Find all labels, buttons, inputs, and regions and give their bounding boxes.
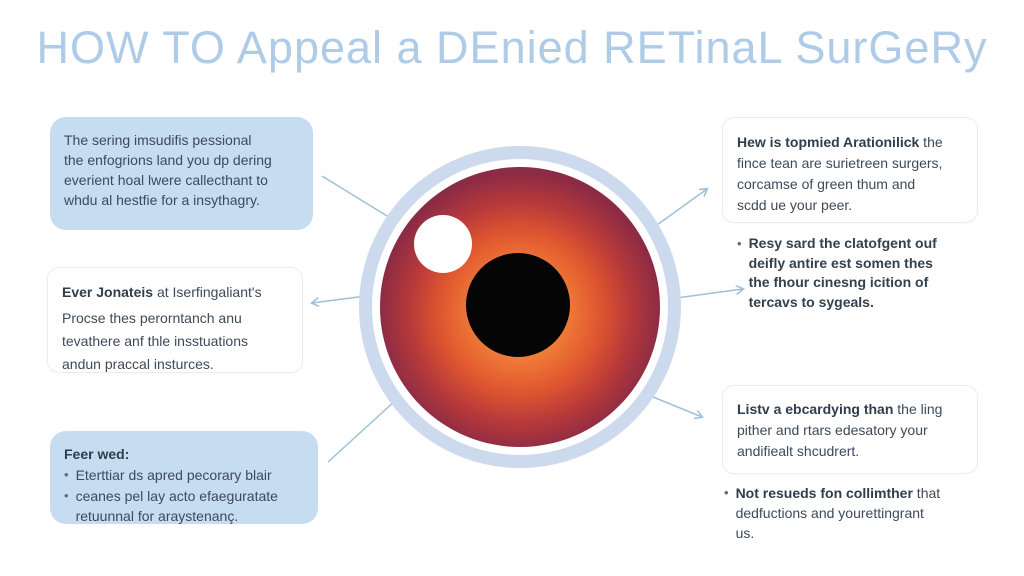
text-line: the fhour cinesng icition of (748, 274, 929, 290)
eye-highlight (414, 215, 472, 273)
page-title: HOW TO Appeal a DEnied RETinaL SurGeRy (36, 22, 988, 73)
text-line: Procse thes perorntanch anu (62, 310, 242, 326)
bullet-text-block: Not resueds fon collimther that dedfucti… (736, 483, 941, 543)
box-heading: Feer wed: (64, 446, 130, 462)
text-line: whdu al hestfie for a insythagry. (64, 192, 260, 208)
text-line: andun praccal insturces. (62, 356, 214, 372)
arrow-mid-right (675, 289, 743, 299)
text-line: The sering imsudifis pessional (64, 132, 252, 148)
info-box-mid-left: Ever Jonateis at Iserfingaliant's Procse… (47, 267, 303, 373)
text-line: scdd ue your peer. (737, 197, 853, 213)
bullet-dot: • (737, 236, 742, 251)
text-line: us. (735, 525, 755, 541)
bullet-item: • ceanes pel lay acto efaeguratate retuu… (64, 486, 304, 526)
lead-line: Not resueds fon collimther that (736, 483, 941, 503)
text-line: dedfuctions and yourettingrant (735, 505, 924, 521)
lead-bold-text: Hew is topmied Arationilick (737, 134, 920, 150)
eye-illustration (359, 146, 681, 468)
bullet-text-block: Resy sard the clatofgent ouf deifly anti… (749, 234, 937, 312)
bullet-item: • Eterttiar ds apred pecorary blair (64, 465, 304, 485)
text-line: tevathere anf thle insstuations (62, 333, 249, 349)
text-line: pither and rtars edesatory your (737, 422, 928, 438)
bullet-paragraph-bottom-right: • Not resueds fon collimther that dedfuc… (724, 483, 1004, 543)
lead-line: Listv a ebcardying than the ling (737, 399, 963, 420)
info-box-top-left: The sering imsudifis pessional the enfog… (50, 117, 313, 230)
bullet-text: ceanes pel lay acto efaeguratate retuunn… (75, 488, 278, 524)
bullet-dot: • (724, 485, 729, 500)
lead-bold-text: Not resueds fon collimther (735, 485, 913, 501)
lead-rest-text: at Iserfingaliant's (153, 284, 262, 300)
info-box-bottom-right: Listv a ebcardying than the ling pither … (722, 385, 978, 474)
text-line: everient hoal lwere callecthant to (64, 172, 268, 188)
bullet-text: Eterttiar ds apred pecorary blair (75, 467, 272, 483)
lead-rest-text: the (919, 134, 943, 150)
lead-bold-text: Ever Jonateis (62, 284, 154, 300)
bullet-paragraph-mid-right: • Resy sard the clatofgent ouf deifly an… (737, 234, 1007, 312)
bullet-dot: • (64, 488, 69, 503)
info-box-top-right: Hew is topmied Arationilick the fince te… (722, 117, 978, 223)
lead-line: Ever Jonateis at Iserfingaliant's (62, 281, 288, 304)
text-line: Resy sard the clatofgent ouf (748, 235, 937, 251)
lead-rest-text: that (912, 485, 941, 501)
lead-bold-text: Listv a ebcardying than (737, 401, 894, 417)
text-line: tercavs to sygeals. (748, 293, 874, 310)
eye-pupil (466, 253, 570, 357)
bullet-dot: • (64, 467, 69, 482)
info-box-bottom-left: Feer wed: • Eterttiar ds apred pecorary … (50, 431, 318, 524)
text-line: andifiealt shcudrert. (737, 443, 860, 459)
text-line: the enfogrions land you dp dering (64, 152, 272, 168)
lead-rest-text: the ling (893, 401, 943, 417)
lead-line: Hew is topmied Arationilick the (737, 132, 963, 153)
text-line: fince tean are surietreen surgers, (737, 155, 943, 171)
text-line: corcamse of green thum and (737, 176, 916, 192)
text-line: deifly antire est somen thes (748, 254, 933, 271)
